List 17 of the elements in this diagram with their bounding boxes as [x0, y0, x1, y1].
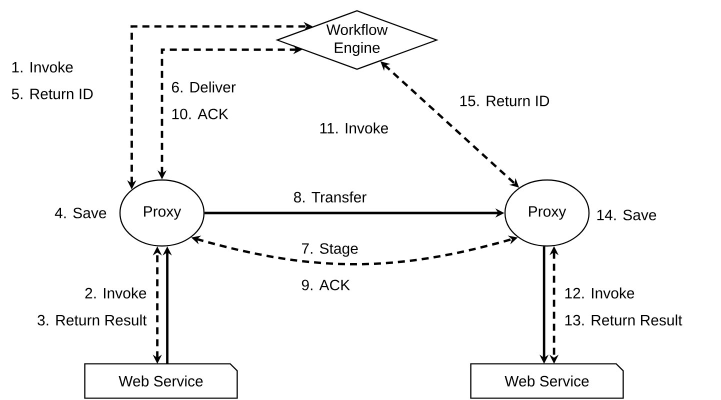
- edge-label: 7. Stage: [300, 242, 360, 258]
- edge-label: 8. Transfer: [292, 190, 368, 204]
- step-label: 13. Return Result: [563, 314, 684, 327]
- step-label: 15. Return ID: [458, 94, 551, 108]
- step-label: 10. ACK: [170, 108, 230, 120]
- service-box: Web Service: [470, 363, 624, 399]
- step-label: 14. Save: [597, 210, 656, 220]
- step-label: 9. ACK: [300, 278, 352, 292]
- service-box: Web Service: [84, 363, 238, 399]
- edge-label: 1. Invoke: [10, 60, 74, 74]
- step-label: 4. Save: [54, 208, 106, 218]
- edge-label: 6. Deliver: [170, 80, 237, 94]
- edge-label: 11. Invoke: [318, 122, 390, 135]
- edge-label: 2. Invoke: [84, 286, 148, 300]
- step-label: 3. Return Result: [36, 314, 148, 327]
- edge-label: 12. Invoke: [563, 286, 636, 300]
- step-label: 5. Return ID: [10, 88, 94, 100]
